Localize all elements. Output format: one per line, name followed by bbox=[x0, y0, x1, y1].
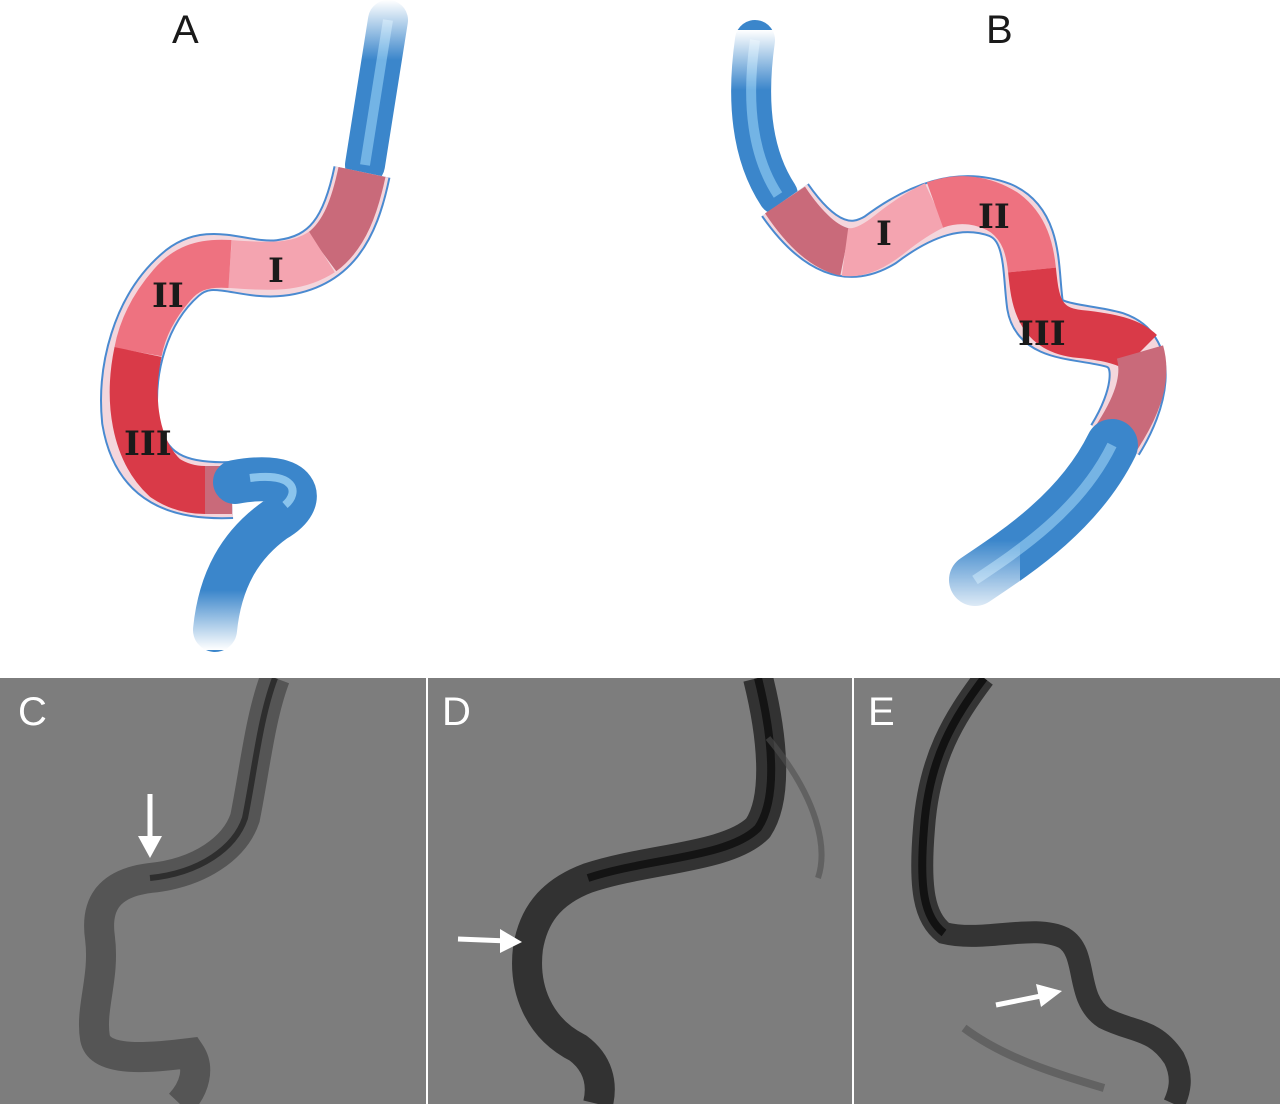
arrow-down-icon bbox=[138, 794, 162, 858]
illustration-canvas: I II III I II III bbox=[100, 0, 1167, 652]
segment-a-II bbox=[114, 239, 232, 357]
panel-b-illustration: I II III bbox=[720, 20, 1167, 620]
arrow-right-icon bbox=[995, 984, 1062, 1008]
panel-label-b: B bbox=[986, 8, 1013, 52]
panel-label-d: D bbox=[442, 690, 471, 734]
panel-label-a: A bbox=[172, 8, 199, 52]
angio-vessel-e bbox=[911, 678, 1191, 1104]
label-b-III: III bbox=[1018, 314, 1066, 354]
angio-vessel-c bbox=[79, 678, 290, 1104]
segment-a-III bbox=[109, 347, 206, 514]
angiogram-c: C bbox=[0, 678, 426, 1104]
panel-label-e: E bbox=[868, 690, 895, 734]
segment-a-I bbox=[228, 231, 335, 290]
panel-a-illustration: I II III bbox=[100, 0, 420, 652]
angiogram-d: D bbox=[428, 678, 852, 1104]
segment-b-II bbox=[926, 176, 1056, 273]
label-b-II: II bbox=[978, 197, 1010, 237]
arrow-right-icon bbox=[457, 929, 522, 953]
label-a-III: III bbox=[124, 424, 172, 464]
segment-b-upper-dark bbox=[765, 186, 852, 276]
angio-vessel-d bbox=[512, 678, 787, 1104]
label-b-I: I bbox=[876, 214, 892, 254]
angiogram-e: E bbox=[854, 678, 1280, 1104]
segment-b-I bbox=[841, 183, 946, 277]
segment-b-III bbox=[1008, 267, 1157, 371]
label-a-I: I bbox=[268, 251, 284, 291]
panel-label-c: C bbox=[18, 690, 47, 734]
label-a-II: II bbox=[152, 276, 184, 316]
segment-a-upper-dark bbox=[306, 166, 386, 272]
